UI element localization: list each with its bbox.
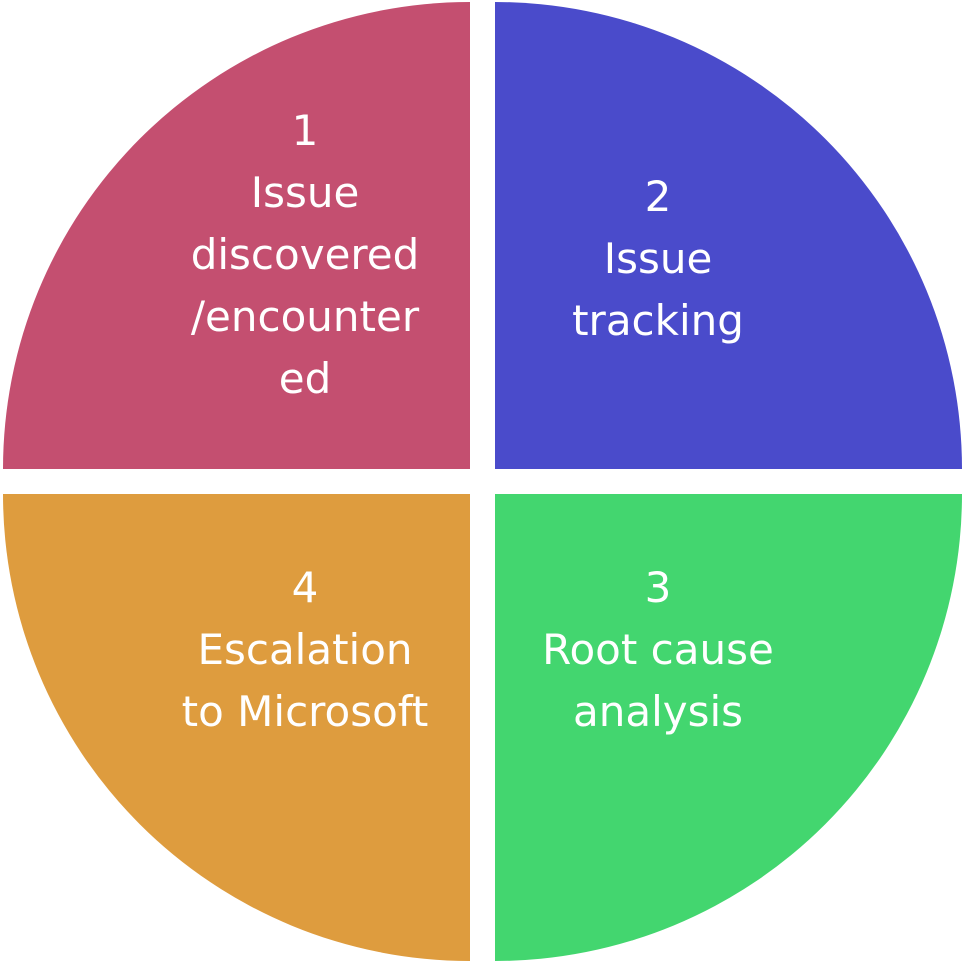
step-title-line: Issue [250, 168, 360, 217]
quadrant-3-label: 3 Root cause analysis [505, 557, 811, 743]
step-title-line: Issue [603, 234, 713, 283]
step-title-line: tracking [572, 296, 744, 345]
quadrant-1-label: 1 Issue discovered /encounter ed [152, 100, 458, 410]
step-title-line: Escalation [197, 625, 413, 674]
step-title-line: analysis [572, 687, 744, 736]
step-title-line: to Microsoft [181, 687, 429, 736]
quadrant-4-escalation [3, 494, 470, 961]
step-number: 2 [644, 172, 672, 221]
step-title-line: ed [278, 354, 332, 403]
quadrant-4-label: 4 Escalation to Microsoft [152, 557, 458, 743]
step-title-line: /encounter [190, 292, 420, 341]
step-title-line: Root cause [542, 625, 774, 674]
step-number: 4 [291, 563, 319, 612]
quadrant-2-label: 2 Issue tracking [505, 166, 811, 352]
quadrant-2-issue-tracking [495, 2, 962, 469]
quadrant-1-issue-discovered [3, 2, 470, 469]
quadrant-3-root-cause-analysis [495, 494, 962, 961]
step-number: 3 [644, 563, 672, 612]
step-number: 1 [291, 106, 319, 155]
step-title-line: discovered [190, 230, 420, 279]
